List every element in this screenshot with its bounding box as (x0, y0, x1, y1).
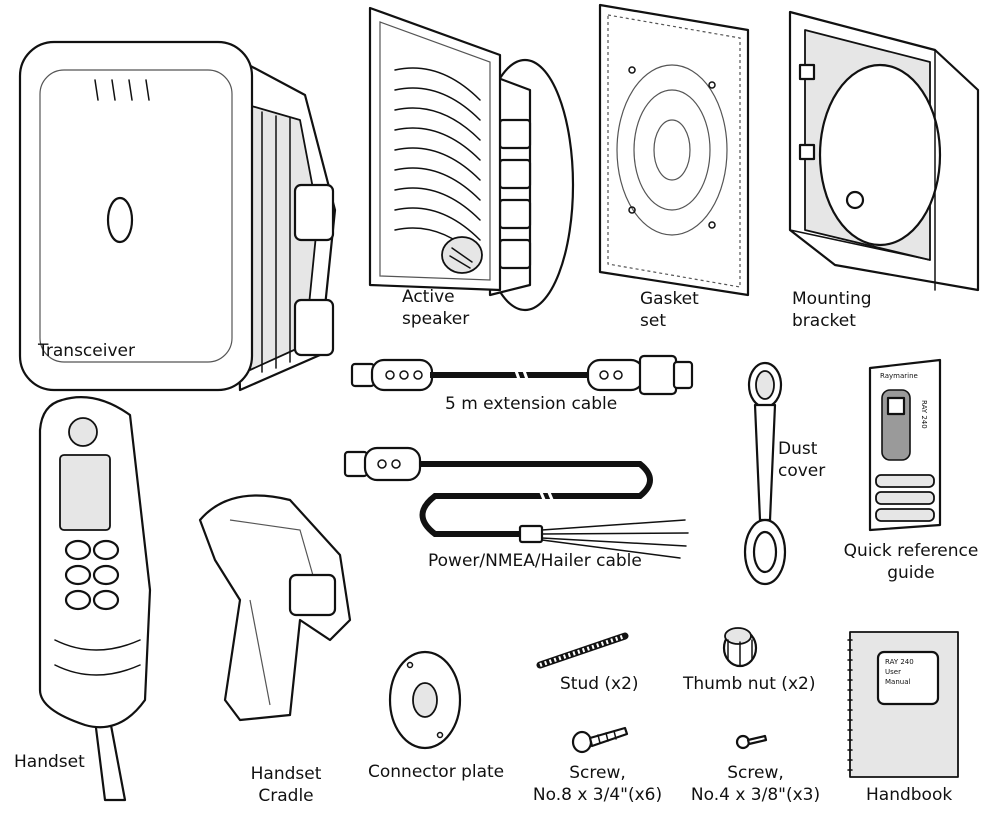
extension-cable-label: 5 m extension cable (445, 394, 618, 414)
screw-large-label-line2: No.8 x 3/4"(x6) (532, 785, 663, 805)
handset-cradle-label-line2: Cradle (258, 786, 314, 806)
screw-large-label-line1: Screw, (569, 763, 626, 783)
gasket-set-illustration (598, 3, 750, 297)
handset-cradle-illustration (198, 494, 352, 722)
quick-reference-guide-illustration: Raymarine RAY 240 (868, 358, 942, 532)
guide-model-text: RAY 240 (920, 400, 928, 429)
mounting-bracket-label-line2: bracket (792, 311, 856, 331)
dust-cover-label-line1: Dust (778, 439, 818, 459)
active-speaker-label: Active speaker (402, 286, 469, 330)
quick-reference-guide-label: Quick reference guide (836, 540, 986, 584)
gasket-set-label-line2: set (640, 311, 666, 331)
handbook-label: Handbook (866, 785, 953, 805)
power-cable-label: Power/NMEA/Hailer cable (428, 551, 642, 571)
active-speaker-label-line2: speaker (402, 309, 470, 329)
dust-cover-label-line2: cover (778, 461, 826, 481)
extension-cable-illustration (350, 354, 694, 396)
handbook-model-text: RAY 240 (885, 658, 914, 666)
screw-small-label-line2: No.4 x 3/8"(x3) (690, 785, 821, 805)
connector-plate-illustration (388, 650, 462, 750)
thumb-nut-illustration (722, 627, 758, 668)
active-speaker-label-line1: Active (402, 287, 455, 307)
gasket-set-label: Gasket set (640, 288, 699, 332)
stud-label: Stud (x2) (560, 674, 639, 694)
mounting-bracket-label: Mounting bracket (792, 288, 872, 332)
screw-small-label-line1: Screw, (727, 763, 784, 783)
screw-large-illustration (571, 726, 629, 754)
mounting-bracket-label-line1: Mounting (792, 289, 872, 309)
stud-illustration (536, 632, 629, 669)
transceiver-label: Transceiver (38, 341, 135, 361)
dust-cover-illustration (743, 361, 787, 586)
active-speaker-illustration (368, 6, 575, 312)
handset-label: Handset (14, 752, 85, 772)
dust-cover-label: Dust cover (778, 438, 825, 482)
handbook-illustration: RAY 240 User Manual (847, 631, 959, 778)
transceiver-illustration (18, 40, 337, 392)
handset-cradle-label-line1: Handset (250, 764, 322, 784)
handbook-line2-text: Manual (885, 678, 910, 686)
thumb-nut-label: Thumb nut (x2) (683, 674, 816, 694)
handset-cradle-label: Handset Cradle (236, 763, 336, 807)
quick-reference-guide-label-line1: Quick reference (843, 541, 979, 561)
handset-illustration (38, 396, 152, 802)
connector-plate-label: Connector plate (368, 762, 505, 782)
guide-brand-text: Raymarine (880, 372, 918, 380)
screw-small-illustration (735, 734, 768, 750)
power-cable-illustration (343, 446, 689, 559)
screw-large-label: Screw, No.8 x 3/4"(x6) (530, 762, 665, 806)
mounting-bracket-illustration (788, 10, 980, 292)
gasket-set-label-line1: Gasket (640, 289, 699, 309)
screw-small-label: Screw, No.4 x 3/8"(x3) (688, 762, 823, 806)
quick-reference-guide-label-line2: guide (887, 563, 935, 583)
handbook-line1-text: User (885, 668, 901, 676)
